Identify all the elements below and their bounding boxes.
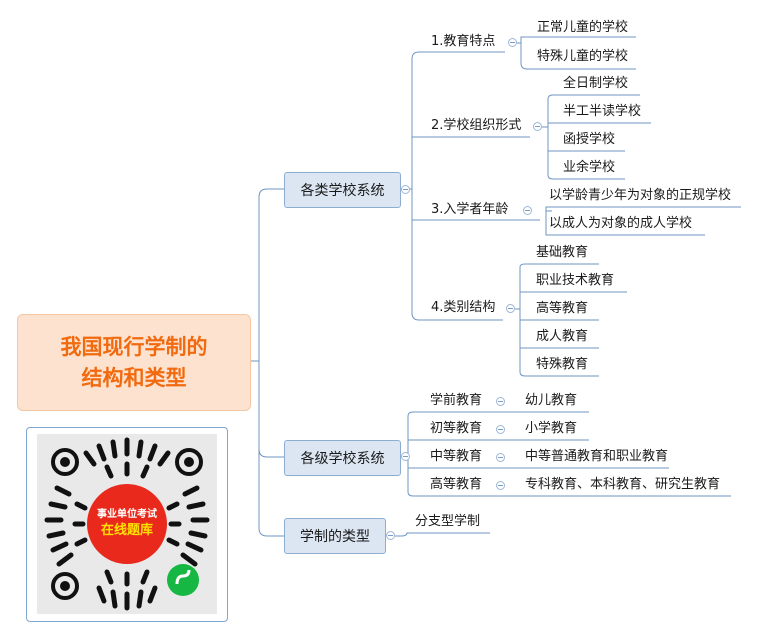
leaf-adult-school[interactable]: 以成人为对象的成人学校 bbox=[549, 216, 693, 231]
level-detail-higher[interactable]: 专科教育、本科教育、研究生教育 bbox=[525, 477, 721, 492]
subtopic-category-structure[interactable]: 4.类别结构 bbox=[431, 300, 496, 315]
leaf-normal-children-school[interactable]: 正常儿童的学校 bbox=[537, 20, 629, 35]
main-topic-label: 各类学校系统 bbox=[300, 183, 385, 199]
collapse-toggle-icon[interactable] bbox=[401, 185, 410, 194]
main-topic-label: 各级学校系统 bbox=[300, 451, 385, 467]
leaf-regular-school-for-youth[interactable]: 以学龄青少年为对象的正规学校 bbox=[549, 188, 732, 203]
main-topic-levels-system[interactable]: 各级学校系统 bbox=[284, 440, 401, 476]
level-detail-secondary[interactable]: 中等普通教育和职业教育 bbox=[525, 449, 669, 464]
collapse-toggle-icon[interactable] bbox=[496, 453, 505, 462]
central-topic-line2: 结构和类型 bbox=[81, 365, 187, 390]
level-primary[interactable]: 初等教育 bbox=[430, 421, 483, 436]
badge-line2: 在线题库 bbox=[100, 523, 153, 538]
leaf-full-time-school[interactable]: 全日制学校 bbox=[563, 76, 629, 91]
central-topic-line1: 我国现行学制的 bbox=[60, 334, 208, 359]
collapse-toggle-icon[interactable] bbox=[506, 304, 515, 313]
leaf-basic-education[interactable]: 基础教育 bbox=[536, 245, 589, 260]
main-topic-label: 学制的类型 bbox=[300, 529, 370, 545]
qr-code-image: 事业单位考试 在线题库 bbox=[37, 434, 217, 614]
main-topic-school-type[interactable]: 学制的类型 bbox=[284, 518, 386, 554]
leaf-spare-time-school[interactable]: 业余学校 bbox=[563, 160, 616, 175]
subtopic-enrollment-age[interactable]: 3.入学者年龄 bbox=[431, 202, 509, 217]
leaf-special-children-school[interactable]: 特殊儿童的学校 bbox=[537, 49, 629, 64]
level-preschool[interactable]: 学前教育 bbox=[430, 393, 483, 408]
mini-program-icon bbox=[167, 564, 199, 596]
collapse-toggle-icon[interactable] bbox=[496, 425, 505, 434]
subtopic-education-characteristics[interactable]: 1.教育特点 bbox=[431, 34, 496, 49]
collapse-toggle-icon[interactable] bbox=[386, 531, 395, 540]
collapse-toggle-icon[interactable] bbox=[496, 481, 505, 490]
qr-code-pattern bbox=[44, 437, 210, 611]
collapse-toggle-icon[interactable] bbox=[523, 206, 532, 215]
leaf-special-education[interactable]: 特殊教育 bbox=[536, 357, 589, 372]
leaf-vocational-education[interactable]: 职业技术教育 bbox=[536, 273, 615, 288]
level-higher[interactable]: 高等教育 bbox=[430, 477, 483, 492]
leaf-work-study-school[interactable]: 半工半读学校 bbox=[563, 104, 642, 119]
badge-line1: 事业单位考试 bbox=[97, 509, 157, 520]
qr-center-badge: 事业单位考试 在线题库 bbox=[87, 484, 167, 564]
collapse-toggle-icon[interactable] bbox=[533, 122, 542, 131]
qr-code-card[interactable]: 事业单位考试 在线题库 bbox=[26, 427, 228, 622]
leaf-higher-education[interactable]: 高等教育 bbox=[536, 301, 589, 316]
leaf-correspondence-school[interactable]: 函授学校 bbox=[563, 132, 616, 147]
level-detail-preschool[interactable]: 幼儿教育 bbox=[525, 393, 578, 408]
level-detail-primary[interactable]: 小学教育 bbox=[525, 421, 578, 436]
leaf-adult-education[interactable]: 成人教育 bbox=[536, 329, 589, 344]
central-topic[interactable]: 我国现行学制的 结构和类型 bbox=[17, 314, 251, 411]
collapse-toggle-icon[interactable] bbox=[508, 38, 517, 47]
subtopic-school-organization-form[interactable]: 2.学校组织形式 bbox=[431, 118, 522, 133]
collapse-toggle-icon[interactable] bbox=[401, 452, 410, 461]
collapse-toggle-icon[interactable] bbox=[496, 397, 505, 406]
leaf-branch-type-system[interactable]: 分支型学制 bbox=[415, 514, 481, 529]
level-secondary[interactable]: 中等教育 bbox=[430, 449, 483, 464]
main-topic-types-system[interactable]: 各类学校系统 bbox=[284, 172, 401, 208]
